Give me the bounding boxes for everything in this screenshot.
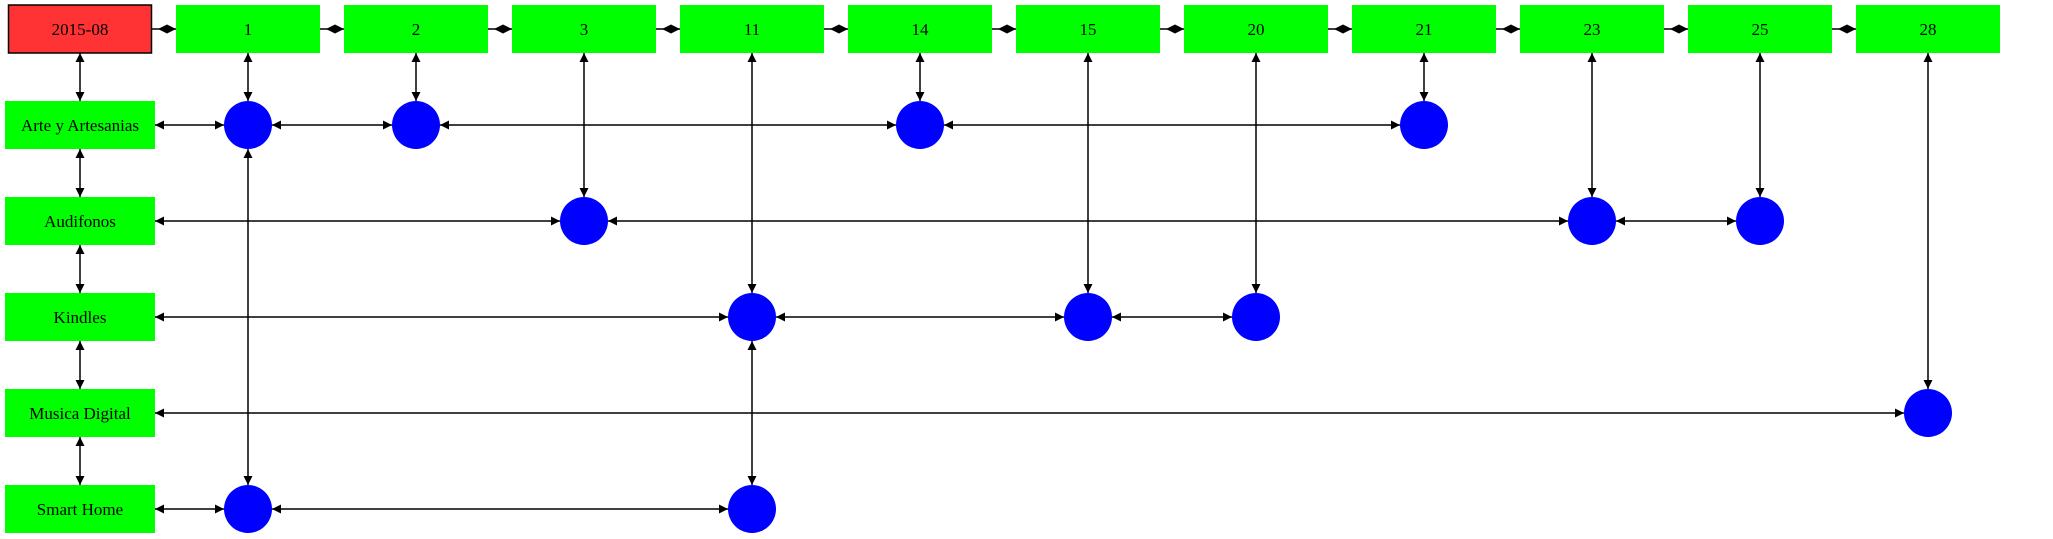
day-box-20: 20 bbox=[1184, 5, 1328, 53]
node-arte-y-artesanias-day-21 bbox=[1400, 101, 1448, 149]
category-box-kindles-label: Kindles bbox=[54, 308, 107, 327]
day-box-14-label: 14 bbox=[912, 20, 930, 39]
day-box-20-label: 20 bbox=[1248, 20, 1265, 39]
day-box-15-rect bbox=[1016, 5, 1160, 53]
node-audifonos-day-3 bbox=[560, 197, 608, 245]
node-audifonos-day-25 bbox=[1736, 197, 1784, 245]
day-box-20-rect bbox=[1184, 5, 1328, 53]
day-box-21-label: 21 bbox=[1416, 20, 1433, 39]
day-box-23: 23 bbox=[1520, 5, 1664, 53]
month-box: 2015-08 bbox=[7, 4, 153, 54]
day-box-1: 1 bbox=[176, 5, 320, 53]
category-box-arte-y-artesanias-label: Arte y Artesanias bbox=[21, 116, 139, 135]
day-box-1-label: 1 bbox=[244, 20, 253, 39]
day-box-21-rect bbox=[1352, 5, 1496, 53]
category-box-kindles: Kindles bbox=[5, 293, 155, 341]
day-box-11: 11 bbox=[680, 5, 824, 53]
node-smart-home-day-11 bbox=[728, 485, 776, 533]
node-kindles-day-20 bbox=[1232, 293, 1280, 341]
day-box-2-rect bbox=[344, 5, 488, 53]
category-box-musica-digital: Musica Digital bbox=[5, 389, 155, 437]
month-box-rect bbox=[7, 4, 153, 54]
day-box-2: 2 bbox=[344, 5, 488, 53]
day-box-11-rect bbox=[680, 5, 824, 53]
node-audifonos-day-23 bbox=[1568, 197, 1616, 245]
day-box-2-label: 2 bbox=[412, 20, 421, 39]
day-box-28-label: 28 bbox=[1920, 20, 1937, 39]
node-kindles-day-11 bbox=[728, 293, 776, 341]
day-box-15: 15 bbox=[1016, 5, 1160, 53]
node-smart-home-day-1 bbox=[224, 485, 272, 533]
day-box-23-label: 23 bbox=[1584, 20, 1601, 39]
day-box-3: 3 bbox=[512, 5, 656, 53]
day-box-28: 28 bbox=[1856, 5, 2000, 53]
category-box-musica-digital-label: Musica Digital bbox=[29, 404, 131, 423]
day-box-15-label: 15 bbox=[1080, 20, 1097, 39]
edges-layer bbox=[75, 24, 1933, 514]
node-arte-y-artesanias-day-14 bbox=[896, 101, 944, 149]
category-box-smart-home-label: Smart Home bbox=[37, 500, 123, 519]
day-box-3-label: 3 bbox=[580, 20, 589, 39]
day-box-11-label: 11 bbox=[744, 20, 760, 39]
day-box-21: 21 bbox=[1352, 5, 1496, 53]
nodes-layer bbox=[224, 101, 1952, 533]
day-box-25-label: 25 bbox=[1752, 20, 1769, 39]
category-box-audifonos-label: Audifonos bbox=[44, 212, 116, 231]
category-box-audifonos-rect bbox=[5, 197, 155, 245]
day-box-25-rect bbox=[1688, 5, 1832, 53]
category-box-smart-home-rect bbox=[5, 485, 155, 533]
day-box-14: 14 bbox=[848, 5, 992, 53]
node-arte-y-artesanias-day-2 bbox=[392, 101, 440, 149]
day-box-28-rect bbox=[1856, 5, 2000, 53]
category-box-kindles-rect bbox=[5, 293, 155, 341]
day-box-3-rect bbox=[512, 5, 656, 53]
category-box-smart-home: Smart Home bbox=[5, 485, 155, 533]
category-box-arte-y-artesanias-rect bbox=[5, 101, 155, 149]
day-box-23-rect bbox=[1520, 5, 1664, 53]
month-box-label: 2015-08 bbox=[52, 20, 109, 39]
node-kindles-day-15 bbox=[1064, 293, 1112, 341]
day-box-25: 25 bbox=[1688, 5, 1832, 53]
category-box-arte-y-artesanias: Arte y Artesanias bbox=[5, 101, 155, 149]
category-box-audifonos: Audifonos bbox=[5, 197, 155, 245]
node-arte-y-artesanias-day-1 bbox=[224, 101, 272, 149]
category-box-musica-digital-rect bbox=[5, 389, 155, 437]
node-musica-digital-day-28 bbox=[1904, 389, 1952, 437]
day-box-14-rect bbox=[848, 5, 992, 53]
day-box-1-rect bbox=[176, 5, 320, 53]
